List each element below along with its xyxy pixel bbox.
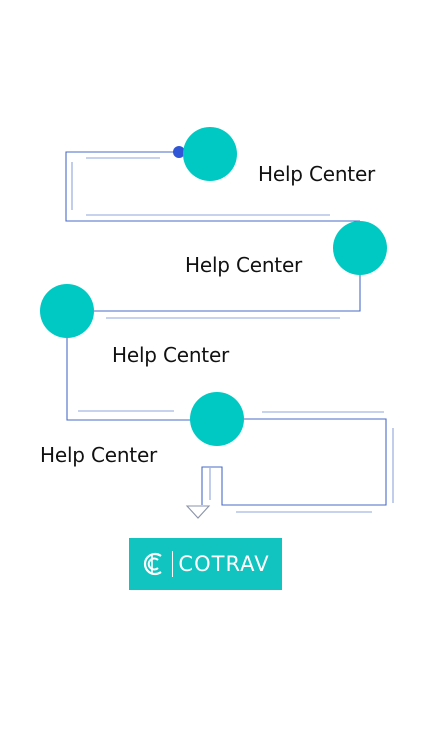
step-node-4 (190, 392, 244, 446)
step-label-3: Help Center (112, 343, 230, 367)
connector-segment-4 (201, 418, 387, 506)
cotrav-logo: COTRAV (129, 538, 282, 590)
logo-divider (172, 551, 174, 577)
step-label-2: Help Center (185, 253, 303, 277)
step-node-2 (333, 221, 387, 275)
brand-name: COTRAV (178, 551, 270, 576)
step-label-1: Help Center (258, 162, 376, 186)
connector-segment-2 (94, 270, 361, 312)
connector-lines (65, 151, 394, 513)
connector-segment-1 (65, 151, 360, 222)
down-arrow-icon (185, 505, 211, 519)
step-label-4: Help Center (40, 443, 158, 467)
cotrav-logo-icon (144, 552, 163, 576)
step-node-3 (40, 284, 94, 338)
step-node-1 (183, 127, 237, 181)
connector-segment-3 (66, 336, 192, 421)
start-dot (173, 146, 185, 158)
